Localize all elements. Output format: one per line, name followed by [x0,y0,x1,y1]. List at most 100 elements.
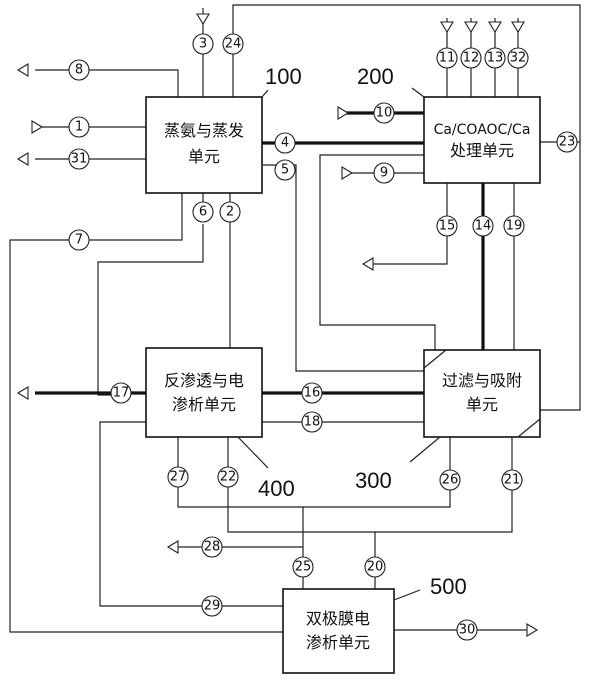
stream-32: 32 [507,47,529,69]
unit-300-line1: 过滤与吸附 [442,371,522,390]
svg-text:32: 32 [510,51,527,66]
stream-28: 28 [201,536,223,558]
svg-text:16: 16 [304,386,321,401]
unit-200: Ca/COAOC/Ca 处理单元 200 [357,64,541,184]
svg-text:10: 10 [376,106,393,121]
stream-7: 7 [68,229,90,251]
arrow-32-down [511,21,525,34]
stream-16: 16 [301,382,323,404]
svg-text:4: 4 [281,136,289,151]
svg-text:6: 6 [199,205,207,220]
svg-text:22: 22 [220,470,237,485]
arrow-28-left [166,540,179,554]
unit-400-line1: 反渗透与电 [164,371,244,390]
unit-300-number: 300 [355,468,392,493]
stream-29: 29 [201,595,223,617]
stream-3: 3 [192,33,214,55]
svg-text:17: 17 [113,386,130,401]
svg-text:2: 2 [226,205,234,220]
svg-text:26: 26 [442,473,459,488]
stream-4: 4 [274,132,296,154]
stream-12: 12 [460,47,482,69]
arrowheads [16,13,539,637]
svg-text:18: 18 [304,415,321,430]
svg-text:24: 24 [225,37,242,52]
arrow-8-left [16,63,29,77]
arrow-9-right [341,166,354,180]
unit-500-number: 500 [430,574,467,599]
stream-14: 14 [472,215,494,237]
svg-text:15: 15 [439,219,456,234]
stream-25: 25 [292,556,314,578]
stream-22: 22 [217,466,239,488]
arrow-1-right [31,120,44,134]
arrow-3-down [196,13,210,26]
stream-21: 21 [501,469,523,491]
stream-23: 23 [556,131,578,153]
unit-200-line1: Ca/COAOC/Ca [434,122,531,138]
arrow-13-down [488,21,502,34]
arrow-17-left [16,386,29,400]
svg-text:30: 30 [459,623,476,638]
arrow-30-right [526,623,539,637]
stream-5: 5 [274,159,296,181]
unit-200-line2: 处理单元 [450,141,514,160]
stream-labels: 3 24 8 1 31 4 5 6 2 7 11 12 13 32 10 9 2… [68,33,578,641]
stream-24: 24 [222,33,244,55]
unit-500-line2: 渗析单元 [306,633,370,652]
stream-6: 6 [192,201,214,223]
unit-400-number: 400 [258,476,295,501]
svg-text:14: 14 [475,219,492,234]
svg-text:1: 1 [75,120,83,135]
stream-8: 8 [68,59,90,81]
stream-2: 2 [219,201,241,223]
stream-30: 30 [456,619,478,641]
svg-text:11: 11 [439,51,456,66]
svg-text:7: 7 [75,233,83,248]
unit-300: 过滤与吸附 单元 300 [355,349,541,493]
svg-text:27: 27 [170,470,187,485]
unit-100-line2: 单元 [188,147,220,166]
unit-300-line2: 单元 [466,395,498,414]
stream-10: 10 [373,102,395,124]
unit-100-number: 100 [265,64,302,89]
stream-9: 9 [373,162,395,184]
svg-text:19: 19 [506,219,523,234]
unit-500: 双极膜电 渗析单元 500 [282,574,467,674]
stream-31: 31 [68,148,90,170]
stream-15: 15 [436,215,458,237]
svg-text:31: 31 [71,152,88,167]
stream-19: 19 [503,215,525,237]
stream-27: 27 [167,466,189,488]
arrow-11-down [440,21,454,34]
svg-text:5: 5 [281,163,289,178]
stream-11: 11 [436,47,458,69]
svg-text:21: 21 [504,473,521,488]
stream-1: 1 [68,116,90,138]
svg-text:13: 13 [487,51,504,66]
unit-200-number: 200 [357,64,394,89]
unit-400-line2: 渗析单元 [172,395,236,414]
arrow-10-right [337,106,350,120]
svg-text:25: 25 [295,560,312,575]
arrow-15-left [361,257,374,271]
svg-text:20: 20 [367,560,384,575]
svg-text:28: 28 [204,540,221,555]
svg-text:29: 29 [204,599,221,614]
svg-text:12: 12 [463,51,480,66]
arrow-31-left [16,152,29,166]
stream-17: 17 [110,382,132,404]
svg-text:3: 3 [199,37,207,52]
svg-text:23: 23 [559,135,576,150]
unit-400: 反渗透与电 渗析单元 400 [145,347,295,501]
stream-18: 18 [301,411,323,433]
unit-500-line1: 双极膜电 [306,609,370,628]
unit-100-line1: 蒸氨与蒸发 [164,121,244,140]
arrow-12-down [464,21,478,34]
stream-20: 20 [364,556,386,578]
unit-100: 蒸氨与蒸发 单元 100 [145,64,302,194]
stream-13: 13 [484,47,506,69]
svg-text:8: 8 [75,63,83,78]
stream-26: 26 [439,469,461,491]
